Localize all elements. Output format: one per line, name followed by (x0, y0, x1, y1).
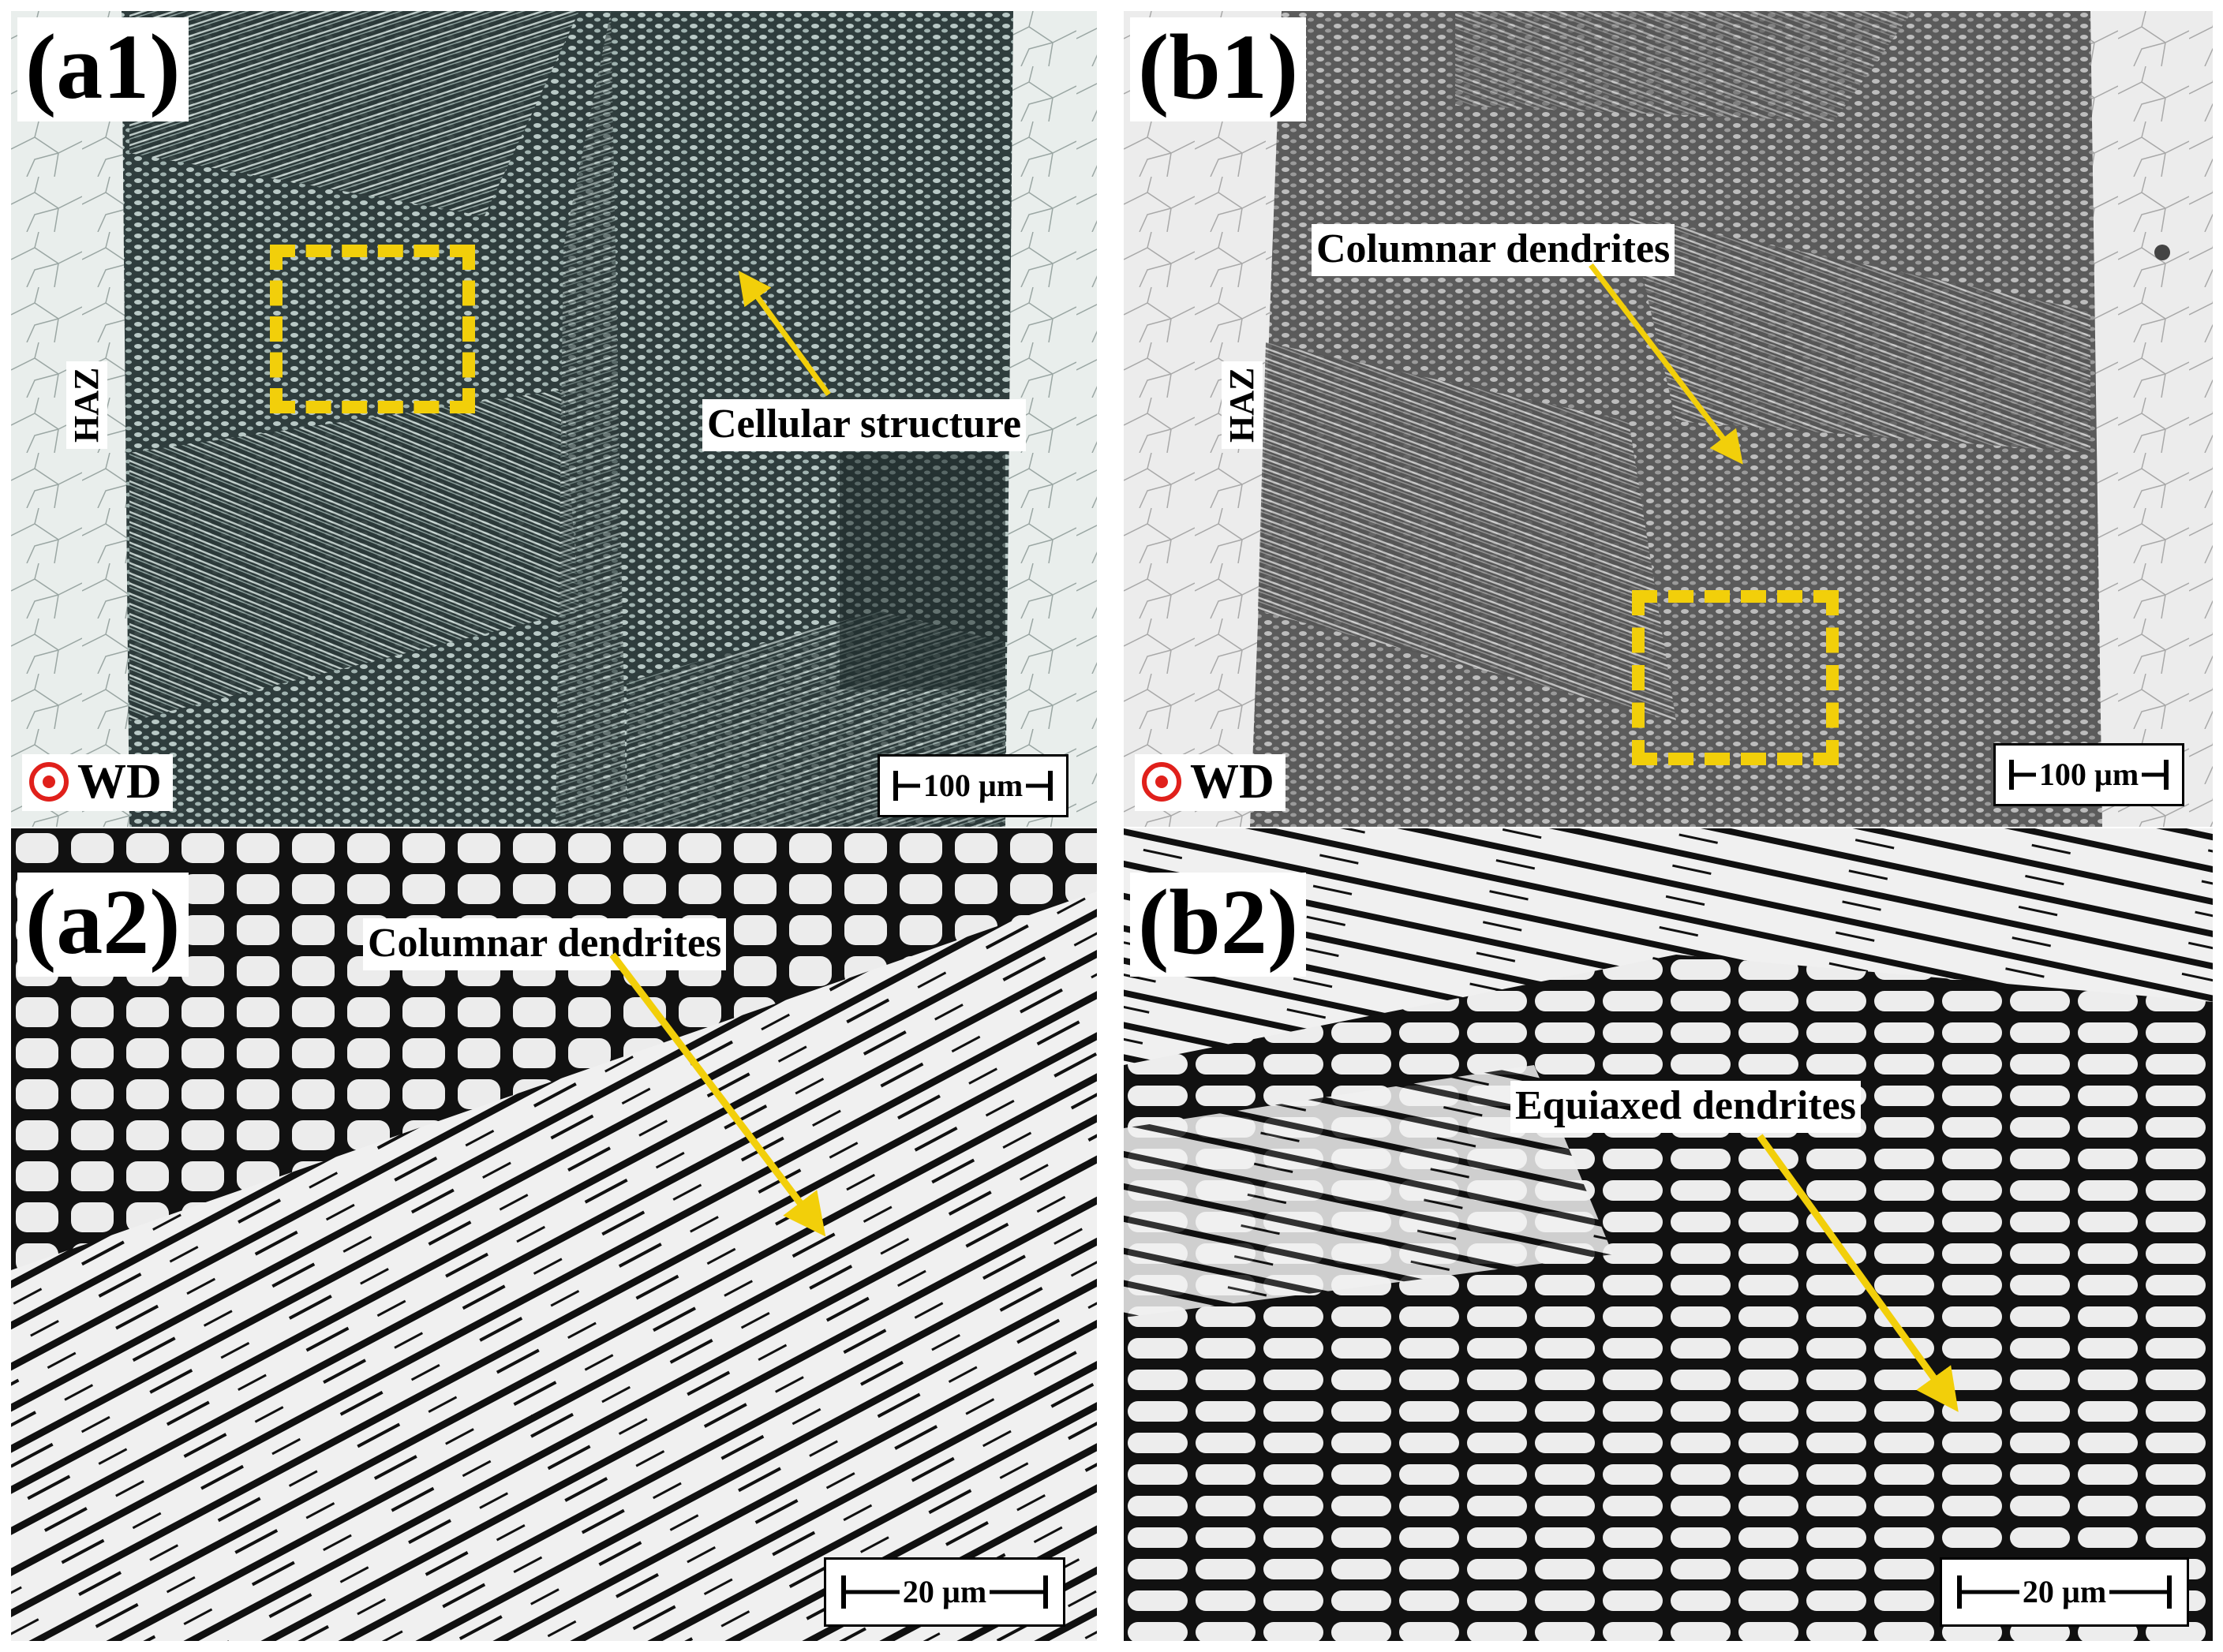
haz-label-a1: HAZ (66, 361, 107, 449)
scale-text-a1: 100 µm (919, 770, 1027, 802)
panel-b1: (b1) HAZ Columnar dendrites WD 100 µm (1124, 11, 2213, 827)
wd-indicator-b1: WD (1135, 754, 1286, 811)
wd-label-a1: WD (77, 755, 162, 809)
panel-label-b1: (b1) (1130, 17, 1307, 121)
roi-box-a1 (270, 245, 475, 413)
panel-b2: (b2) Equiaxed dendrites 20 µm (1124, 828, 2213, 1641)
annotation-cellular-structure: Cellular structure (702, 399, 1027, 451)
haz-label-b1: HAZ (1222, 361, 1263, 449)
wd-label-b1: WD (1190, 755, 1274, 809)
panel-a2: (a2) Columnar dendrites 20 µm (11, 828, 1097, 1641)
micrograph-a2 (11, 828, 1097, 1641)
panel-a1: (a1) HAZ Cellular structure WD 100 µm (11, 11, 1097, 827)
panel-label-a1: (a1) (17, 17, 189, 121)
scale-bar-b2: 20 µm (1940, 1557, 2189, 1627)
panel-label-a2: (a2) (17, 873, 189, 977)
scale-bar-a1: 100 µm (878, 754, 1068, 817)
scale-text-a2: 20 µm (899, 1576, 990, 1608)
roi-box-b1 (1632, 590, 1839, 765)
scale-bar-b1: 100 µm (1993, 743, 2184, 806)
panel-label-b2: (b2) (1130, 873, 1307, 977)
scale-text-b1: 100 µm (2035, 759, 2143, 790)
wd-indicator-a1: WD (22, 754, 173, 811)
scale-bar-a2: 20 µm (824, 1557, 1065, 1627)
annotation-equiaxed-dendrites: Equiaxed dendrites (1510, 1081, 1861, 1133)
annotation-columnar-dendrites-a2: Columnar dendrites (363, 918, 727, 970)
scale-text-b2: 20 µm (2019, 1576, 2110, 1608)
annotation-columnar-dendrites-b1: Columnar dendrites (1312, 224, 1675, 276)
micrograph-b2 (1124, 828, 2213, 1641)
out-of-plane-direction-icon (1142, 762, 1181, 802)
out-of-plane-direction-icon (29, 762, 69, 802)
